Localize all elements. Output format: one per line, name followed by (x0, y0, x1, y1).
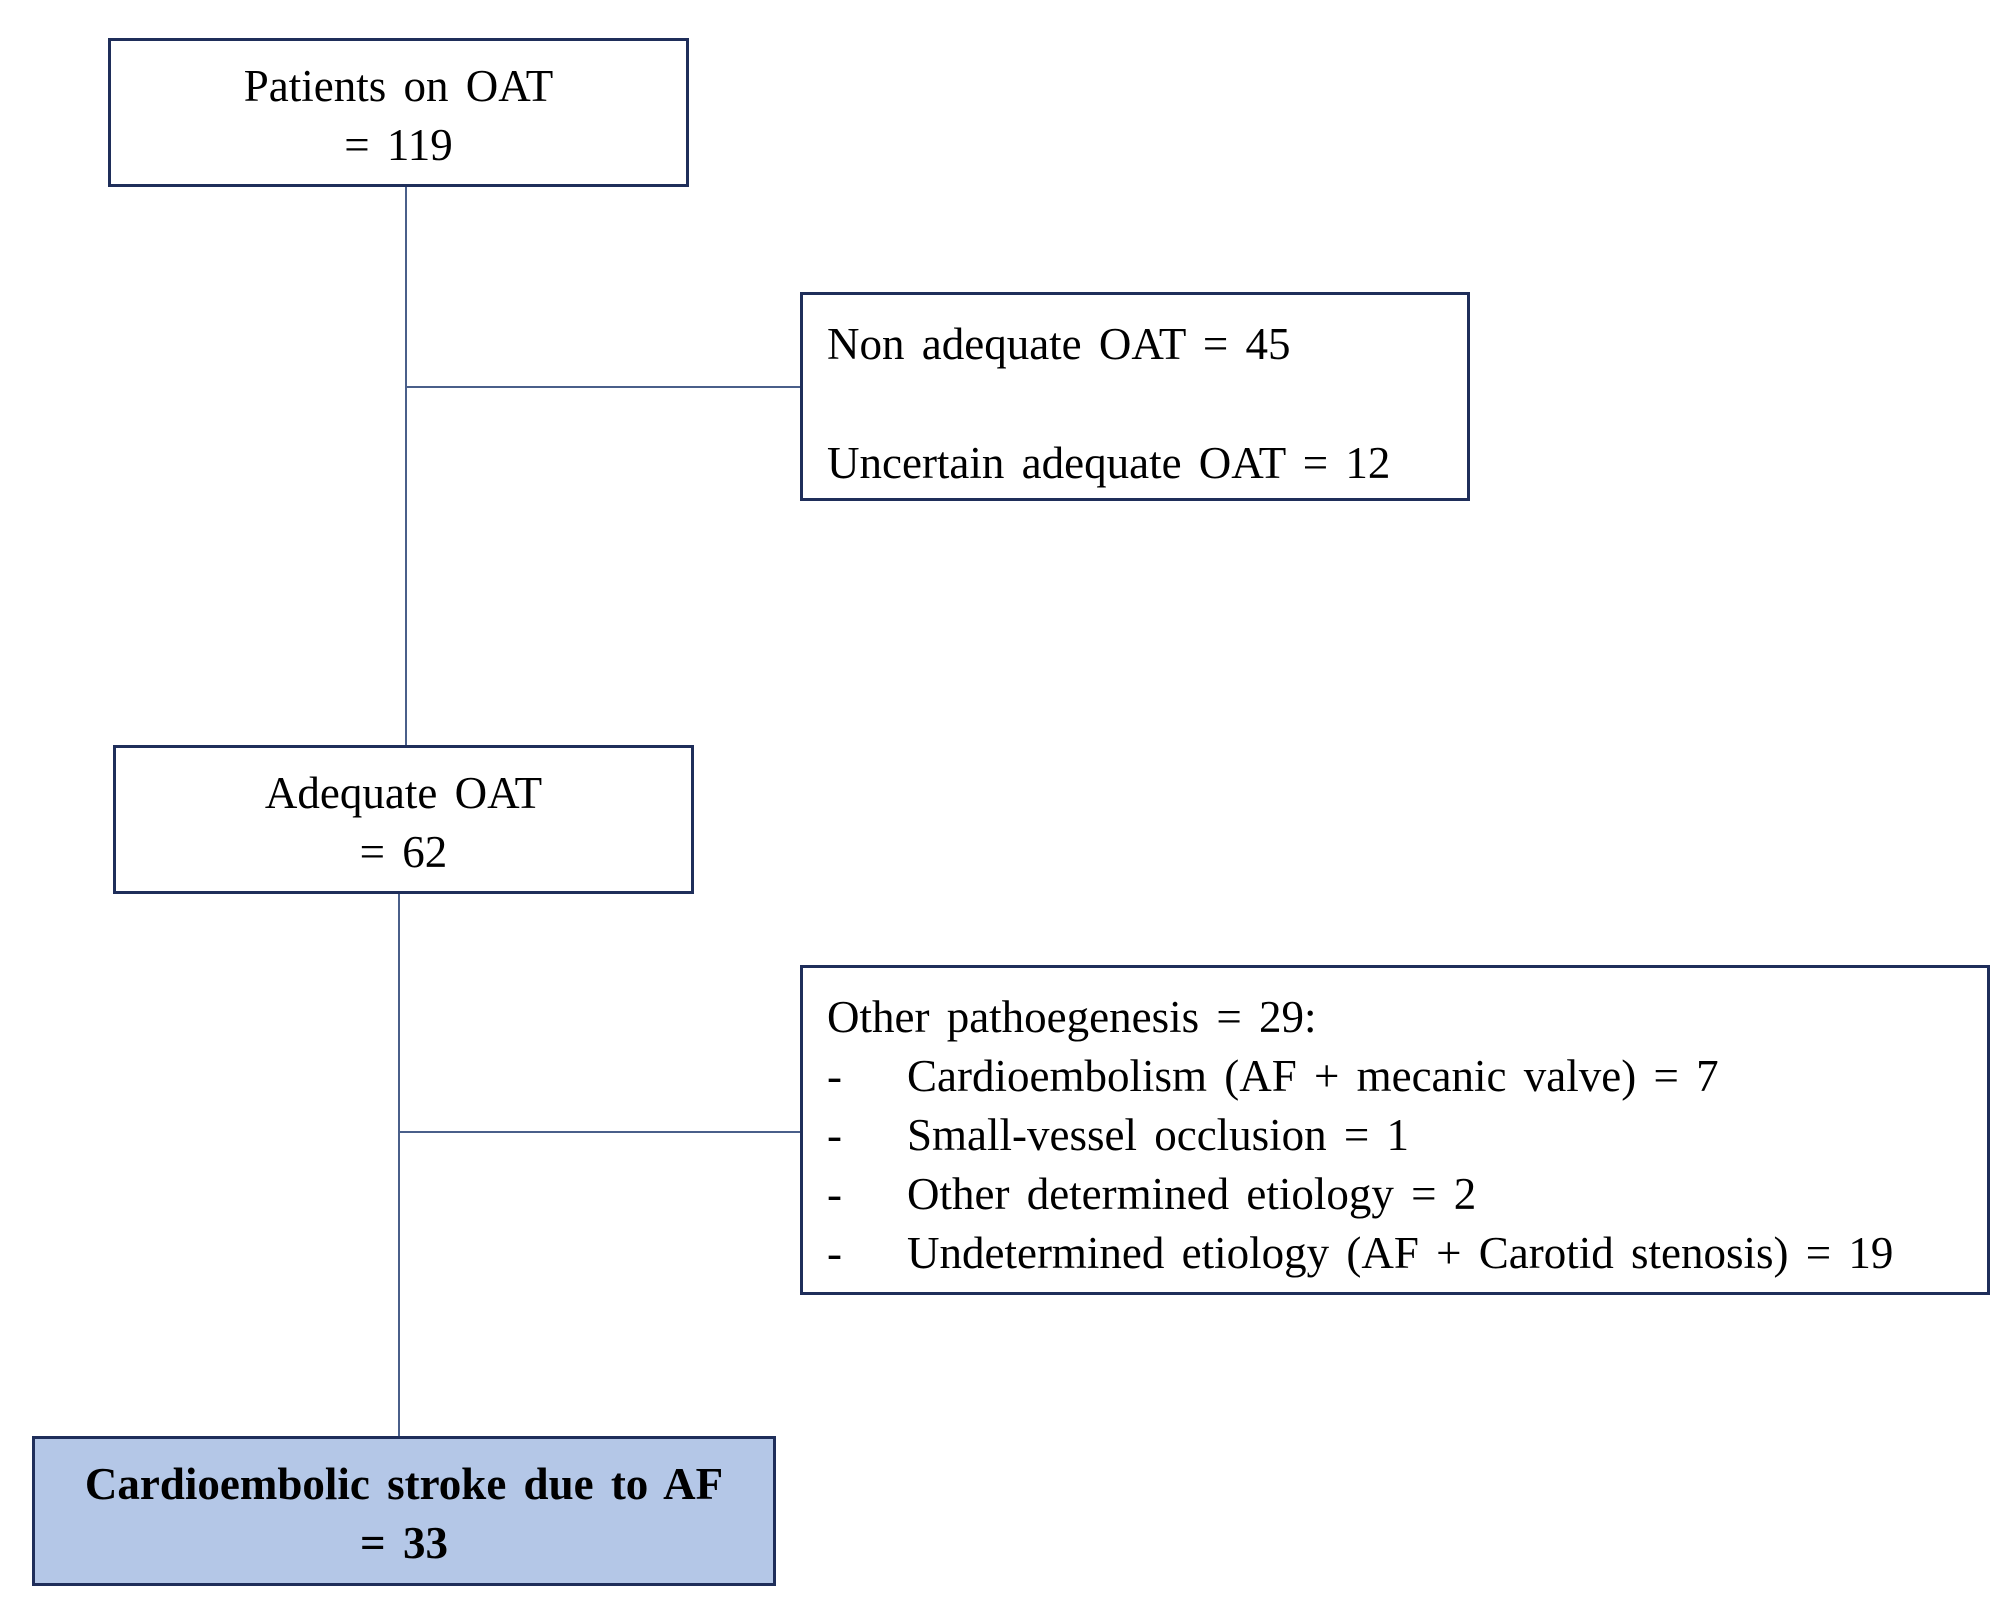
connector-patients-to-adequate (405, 187, 407, 745)
other-pathogenesis-item: - Small-vessel occlusion = 1 (827, 1106, 1987, 1165)
bullet-dash: - (827, 1169, 842, 1219)
bullet-dash: - (827, 1051, 842, 1101)
connector-to-excluded-oat (405, 386, 800, 388)
patients-on-oat-box: Patients on OAT = 119 (108, 38, 689, 187)
other-pathogenesis-title: Other pathoegenesis = 29: (827, 992, 1317, 1042)
item-text: Undetermined etiology (AF + Carotid sten… (907, 1228, 1894, 1278)
connector-to-other-pathogenesis (398, 1131, 800, 1133)
other-pathogenesis-box: Other pathoegenesis = 29: - Cardioemboli… (800, 965, 1990, 1295)
adequate-oat-label: Adequate OAT (264, 768, 543, 818)
cardioembolic-stroke-label: Cardioembolic stroke due to AF (84, 1459, 724, 1509)
adequate-oat-box: Adequate OAT = 62 (113, 745, 694, 894)
other-pathogenesis-item: - Undetermined etiology (AF + Carotid st… (827, 1224, 1987, 1283)
non-adequate-oat-text: Non adequate OAT = 45 (827, 319, 1291, 369)
item-text: Other determined etiology = 2 (907, 1169, 1477, 1219)
cardioembolic-stroke-box: Cardioembolic stroke due to AF = 33 (32, 1436, 776, 1586)
adequate-oat-count: = 62 (359, 827, 448, 877)
bullet-dash: - (827, 1228, 842, 1278)
patients-on-oat-label: Patients on OAT (243, 61, 554, 111)
connector-adequate-to-final (398, 894, 400, 1436)
non-adequate-oat-box: Non adequate OAT = 45 Uncertain adequate… (800, 292, 1470, 501)
patients-on-oat-count: = 119 (344, 120, 453, 170)
item-text: Small-vessel occlusion = 1 (907, 1110, 1410, 1160)
cardioembolic-stroke-count: = 33 (360, 1518, 448, 1568)
item-text: Cardioembolism (AF + mecanic valve) = 7 (907, 1051, 1719, 1101)
bullet-dash: - (827, 1110, 842, 1160)
other-pathogenesis-item: - Cardioembolism (AF + mecanic valve) = … (827, 1047, 1987, 1106)
uncertain-adequate-oat-text: Uncertain adequate OAT = 12 (827, 438, 1391, 488)
other-pathogenesis-item: - Other determined etiology = 2 (827, 1165, 1987, 1224)
